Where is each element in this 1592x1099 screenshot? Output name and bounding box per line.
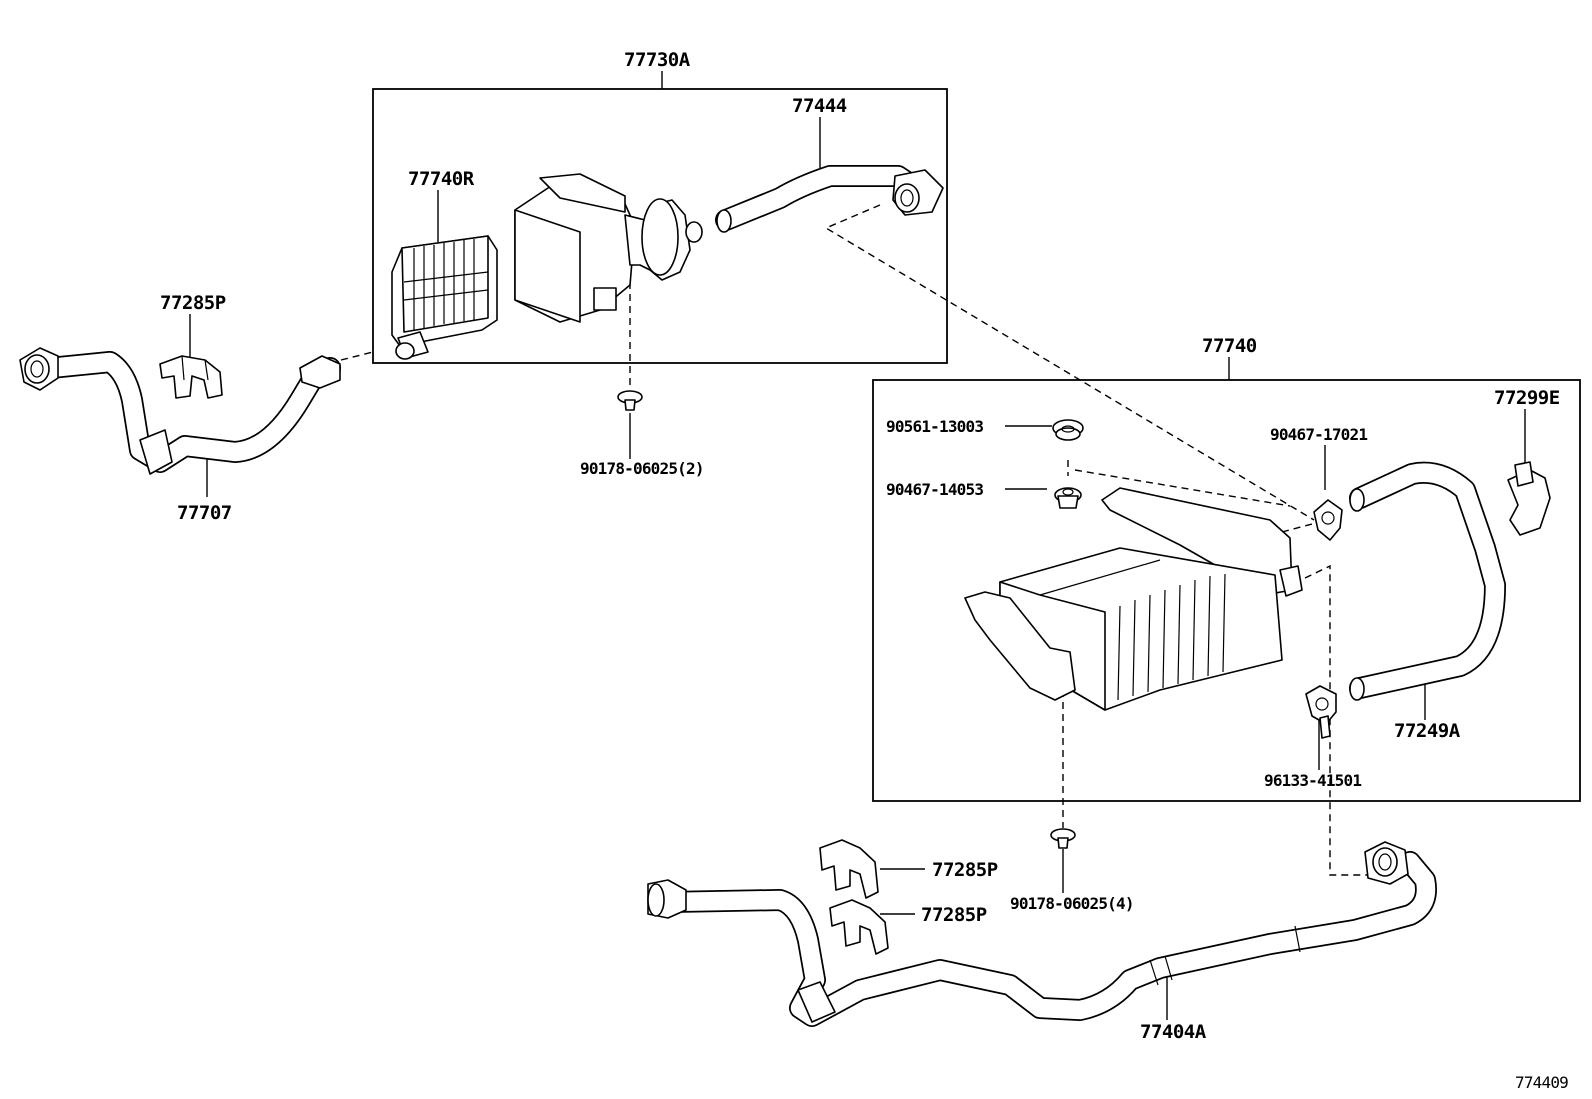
label-90178-06025-2: 90178-06025(2) [580, 459, 704, 478]
canister-77740R-drawing [391, 235, 498, 360]
clamp-96133-41501-drawing [1305, 685, 1337, 739]
hose-77707-drawing [19, 347, 341, 475]
clip-90467-17021-drawing [1313, 499, 1343, 541]
clip-77299E-drawing [1507, 461, 1551, 536]
label-96133-41501: 96133-41501 [1264, 771, 1361, 790]
label-77299E: 77299E [1494, 387, 1560, 409]
valve-body-drawing [514, 173, 703, 323]
hose-77249A-drawing [1349, 461, 1506, 701]
label-77444: 77444 [792, 95, 847, 117]
hose-77444-drawing [715, 165, 944, 233]
pipe-77404A-drawing [647, 841, 1437, 1027]
label-90467-17021: 90467-17021 [1270, 425, 1367, 444]
canister-77740-drawing [964, 487, 1303, 711]
label-77740R: 77740R [408, 168, 475, 190]
figure-number: 774409 [1515, 1073, 1568, 1092]
label-77404A: 77404A [1140, 1021, 1207, 1043]
assembly-box-77730A [372, 88, 948, 364]
label-77740: 77740 [1202, 335, 1257, 357]
label-90561-13003: 90561-13003 [886, 417, 983, 436]
label-90178-06025-4: 90178-06025(4) [1010, 894, 1134, 913]
label-77285P-left: 77285P [160, 292, 226, 314]
leader-lines [189, 71, 1526, 1020]
label-90467-14053: 90467-14053 [886, 480, 983, 499]
bolt-90178-06025-4-drawing [1050, 828, 1076, 849]
bolt-90178-06025-2-drawing [617, 390, 643, 411]
label-77249A: 77249A [1394, 720, 1461, 742]
label-77285P-lower: 77285P [921, 904, 987, 926]
assembly-box-77740 [872, 379, 1581, 802]
grommet-90561-13003-drawing [1052, 419, 1084, 441]
label-77285P-upper: 77285P [932, 859, 998, 881]
label-77730A: 77730A [624, 49, 691, 71]
clamp-77285P-upper-drawing [819, 839, 879, 899]
clamp-77285P-left-drawing [159, 355, 223, 399]
clamp-77285P-lower-drawing [829, 899, 889, 955]
clip-90467-14053-drawing [1054, 487, 1082, 509]
label-77707: 77707 [177, 502, 232, 524]
